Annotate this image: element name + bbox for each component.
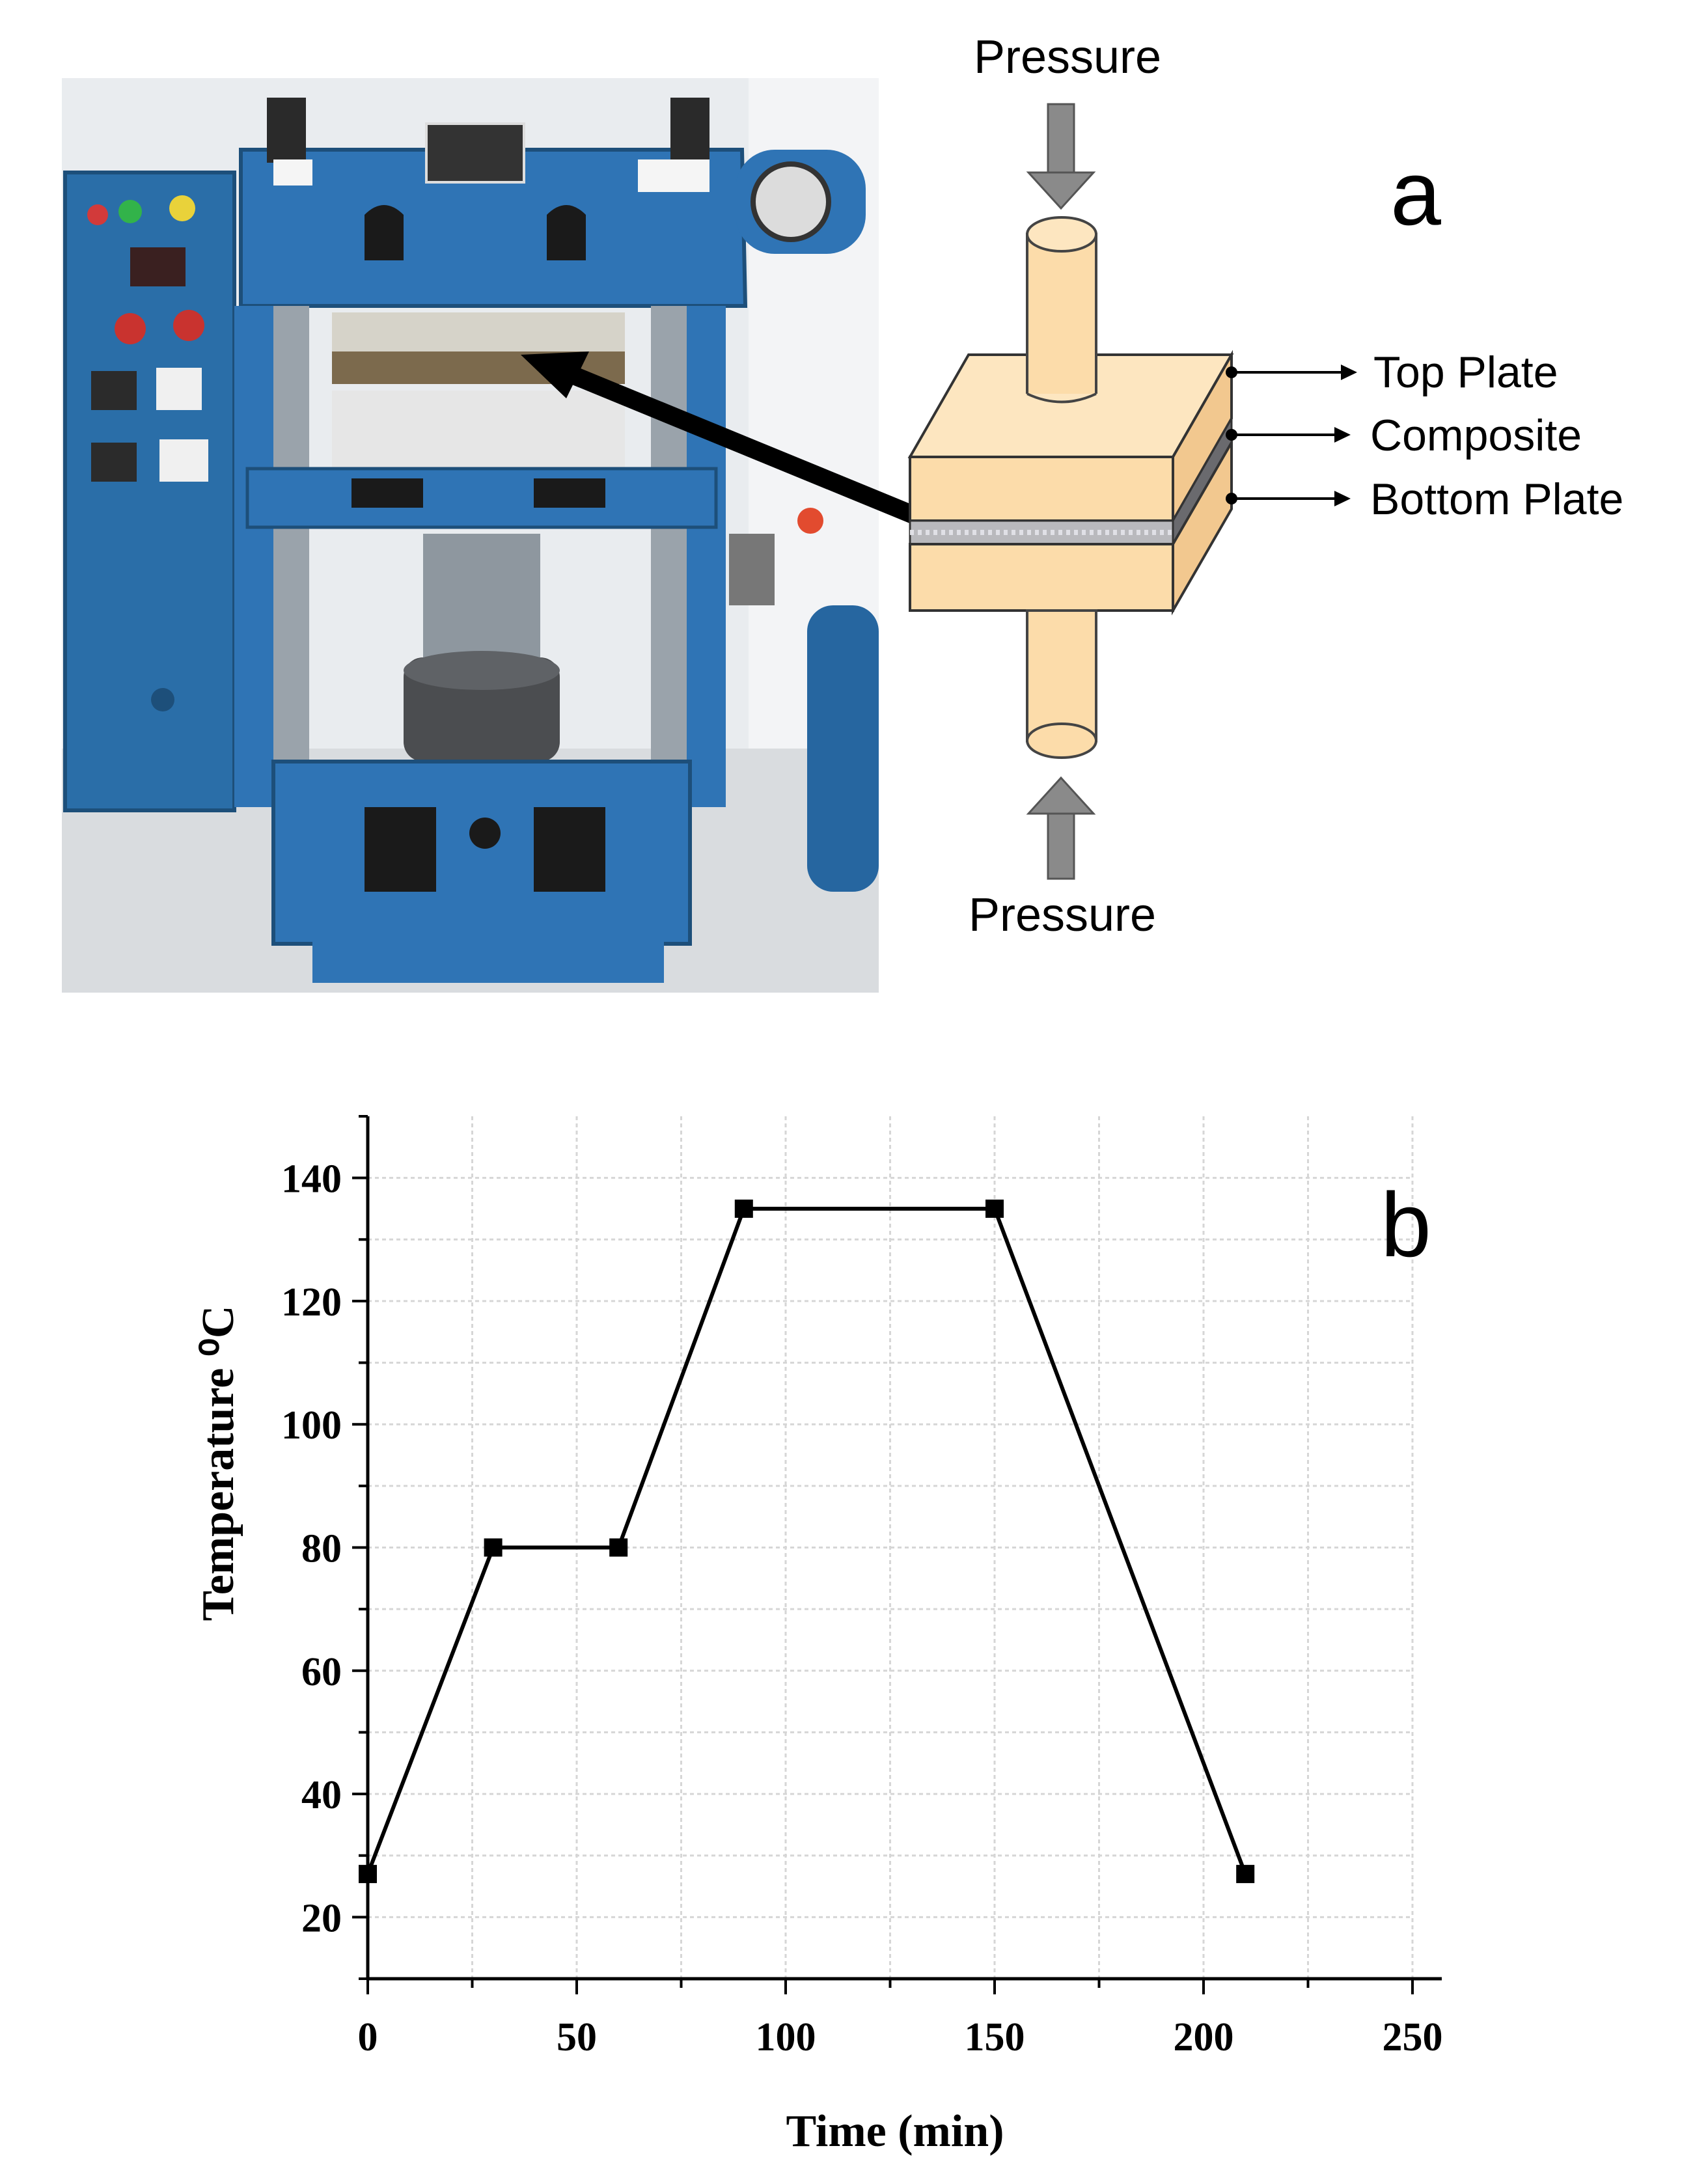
pointer-arrow <box>521 351 928 528</box>
x-axis-label: Time (min) <box>786 2106 1004 2156</box>
data-point <box>1236 1865 1255 1884</box>
pressure-top-label: Pressure <box>974 31 1161 83</box>
bottom-plate-label: Bottom Plate <box>1370 475 1623 524</box>
label-leaders <box>1226 365 1357 506</box>
x-tick-label: 100 <box>756 2015 816 2059</box>
chart-tick-labels: 20 40 60 80 100 120 140 0 50 100 150 200 250 <box>281 1157 1443 2059</box>
pressure-arrow-top-icon <box>1026 103 1096 210</box>
y-tick-label: 80 <box>301 1527 342 1571</box>
y-tick-label: 20 <box>301 1896 342 1940</box>
press-schematic <box>907 103 1357 880</box>
data-point <box>359 1865 377 1884</box>
chart-series <box>359 1199 1255 1884</box>
x-tick-label: 250 <box>1383 2015 1443 2059</box>
y-tick-label: 40 <box>301 1773 342 1817</box>
top-plate-label: Top Plate <box>1373 348 1558 397</box>
hot-press-photo <box>62 78 879 993</box>
series-line <box>366 1206 1248 1875</box>
bottom-plate <box>909 437 1233 616</box>
y-tick-label: 60 <box>301 1650 342 1694</box>
x-tick-label: 50 <box>557 2015 597 2059</box>
y-tick-label: 120 <box>281 1280 342 1325</box>
pressure-bottom-label: Pressure <box>969 889 1156 941</box>
y-axis-label: Temperature ⁰C <box>193 1306 243 1621</box>
x-tick-label: 0 <box>358 2015 378 2059</box>
bottom-piston <box>1026 609 1097 759</box>
data-point <box>985 1199 1004 1218</box>
x-tick-label: 200 <box>1174 2015 1234 2059</box>
panel-a-letter: a <box>1390 142 1441 244</box>
y-tick-label: 100 <box>281 1403 342 1448</box>
data-point <box>609 1538 628 1557</box>
top-plate <box>907 348 1234 526</box>
data-point <box>734 1199 753 1218</box>
chart-ticks <box>352 1115 1414 1994</box>
temperature-chart: 20 40 60 80 100 120 140 0 50 100 150 200 250 <box>281 1115 1443 2059</box>
panel-b-letter: b <box>1381 1174 1431 1276</box>
data-point <box>484 1538 503 1557</box>
pressure-arrow-bottom-icon <box>1026 776 1096 880</box>
composite-label: Composite <box>1370 411 1582 460</box>
y-tick-label: 140 <box>281 1157 342 1202</box>
x-tick-label: 150 <box>965 2015 1025 2059</box>
composite-layer <box>909 415 1233 548</box>
